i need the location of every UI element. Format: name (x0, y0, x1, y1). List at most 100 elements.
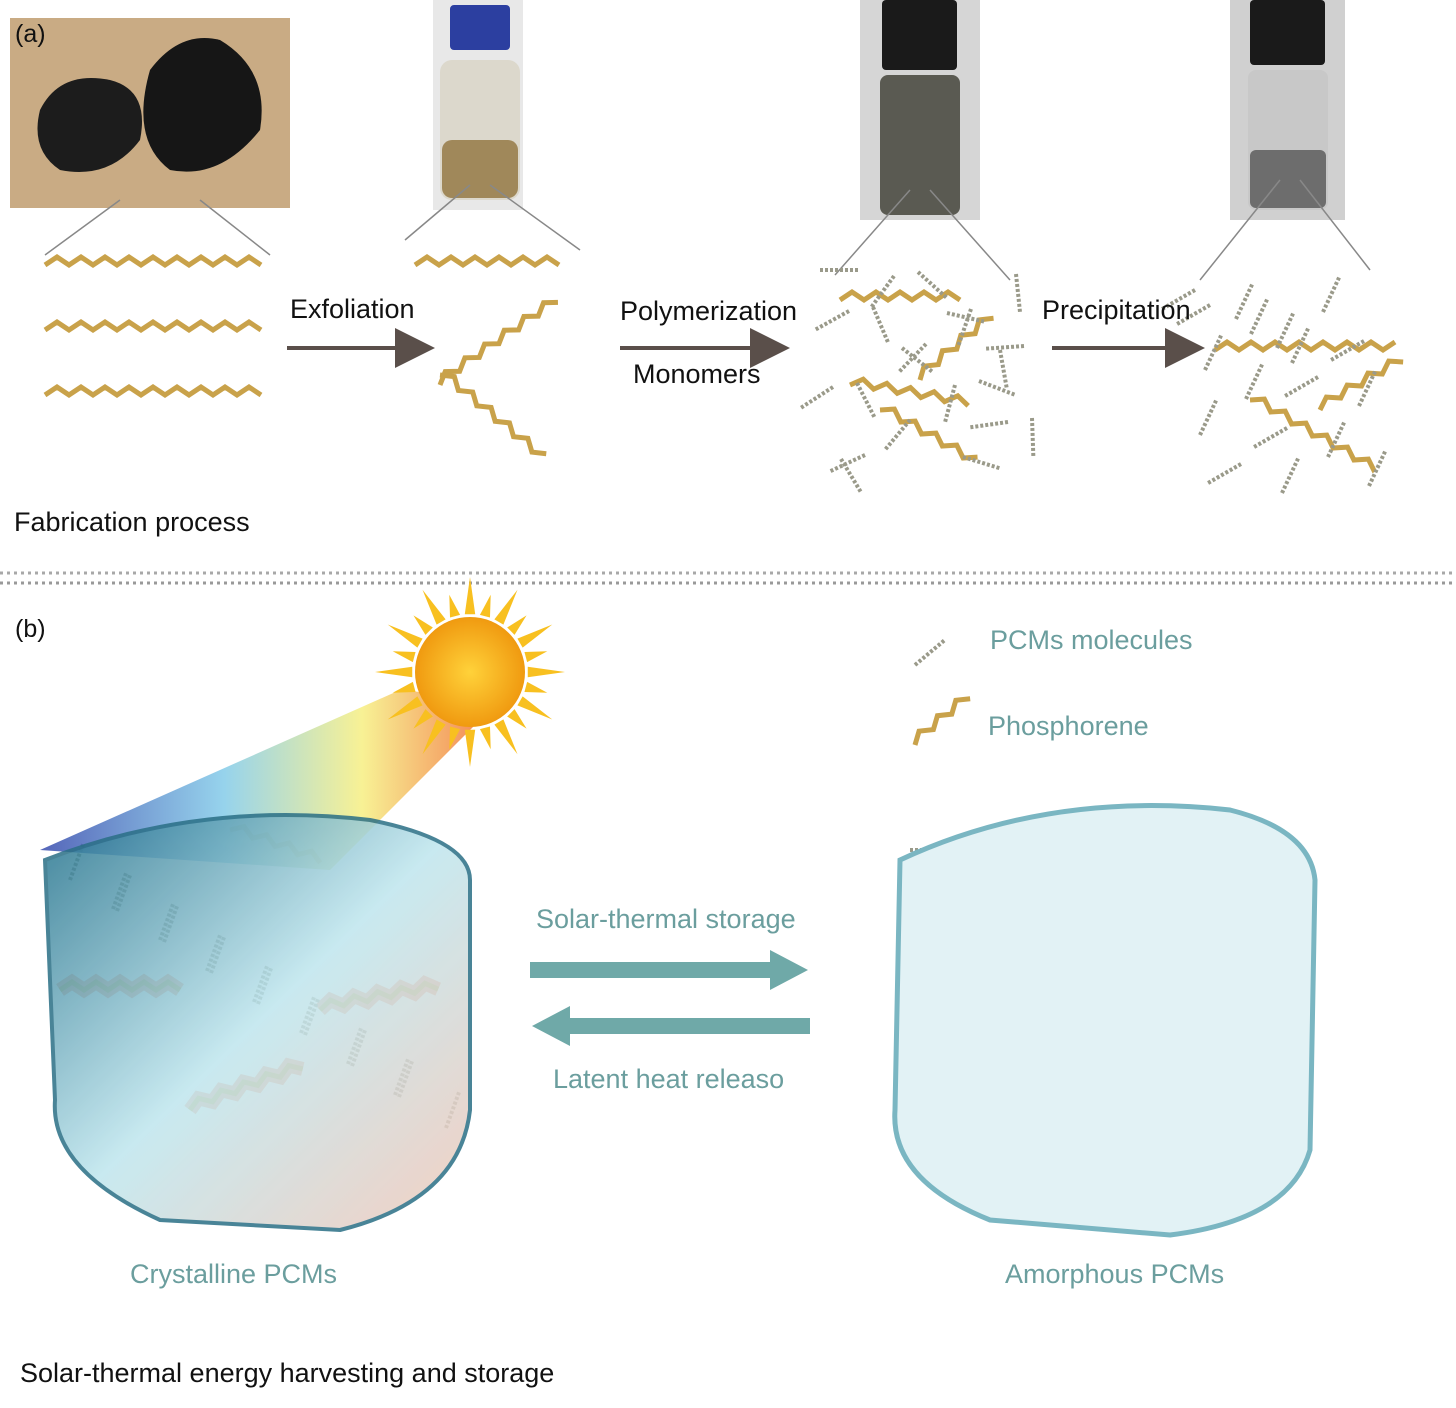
amorphous-cube (892, 803, 1318, 1238)
pcm-molecule (962, 455, 1002, 471)
label-crystalline-pcms: Crystalline PCMs (130, 1259, 338, 1289)
phosphorene-chain (43, 318, 263, 334)
photo-bottle-exfoliated (433, 0, 523, 210)
pcm-molecule (1030, 417, 1036, 459)
sun-ray (422, 719, 446, 755)
phosphorene-chain (43, 383, 263, 399)
pcm-molecule (1203, 332, 1224, 371)
storage-arrows (530, 950, 810, 1046)
pcm-molecule (998, 349, 1009, 390)
phosphorene-chain (848, 376, 970, 408)
sun-ray (464, 729, 476, 767)
phosphorene-chain (1317, 358, 1404, 412)
pcm-molecule (855, 382, 877, 420)
pcm-molecule (978, 379, 1018, 398)
pcm-molecule (882, 418, 912, 452)
pcm-molecule (839, 457, 864, 495)
step-exfoliation: Exfoliation (290, 294, 415, 324)
pcm-molecule (956, 308, 973, 348)
caption-solar-thermal: Solar-thermal energy harvesting and stor… (20, 1358, 555, 1388)
phosphorene-chain (1249, 396, 1377, 474)
sun-ray (413, 615, 433, 635)
phosphorene-chain (437, 299, 559, 386)
sun-ray (524, 651, 548, 663)
photo-vial-precipitation (1230, 0, 1345, 220)
label-amorphous-pcms: Amorphous PCMs (1005, 1259, 1225, 1289)
light-beam (40, 690, 500, 870)
pcm-molecule (1326, 419, 1347, 458)
step-precipitation: Precipitation (1042, 295, 1191, 325)
pcm-molecule (968, 420, 1009, 430)
sun-ray (449, 726, 461, 750)
sun-ray (479, 726, 491, 750)
sun-ray (422, 589, 446, 625)
label-solar-thermal-storage: Solar-thermal storage (536, 904, 796, 934)
phosphorene-chain (879, 406, 978, 461)
label-latent-heat-release: Latent heat releaso (553, 1064, 785, 1094)
pcm-molecule (1280, 455, 1301, 494)
sun-ray (479, 594, 491, 618)
pcm-molecule (913, 637, 947, 667)
panel-a-label: (a) (15, 20, 46, 48)
pcm-molecule (868, 274, 896, 310)
pcm-molecule (1198, 397, 1219, 436)
zoom-lines (44, 179, 1371, 281)
sun-ray (517, 624, 553, 648)
sun-ray (392, 651, 416, 663)
phosphorene-chain (413, 253, 561, 269)
sun-ray (392, 681, 416, 693)
sun-ray (507, 615, 527, 635)
panel-b-label: (b) (15, 615, 46, 643)
caption-fabrication: Fabrication process (14, 507, 250, 537)
pcm-molecule (900, 346, 935, 375)
pcm-molecule (813, 309, 850, 333)
sun-ray (507, 709, 527, 729)
pcm-molecule (1249, 296, 1270, 335)
sun-ray (387, 696, 423, 720)
pcm-molecule (1174, 303, 1212, 327)
pcm-molecule (1282, 375, 1320, 399)
sun-icon (375, 577, 565, 767)
pcm-molecule (1014, 273, 1023, 314)
reagent-monomers: Monomers (633, 359, 761, 389)
pcm-molecule (827, 453, 866, 474)
panel-divider (0, 571, 1456, 585)
legend-phosphorene: Phosphorene (988, 711, 1149, 741)
sun-ray (449, 594, 461, 618)
step-polymerization: Polymerization (620, 296, 798, 326)
pcm-molecule (1251, 426, 1289, 450)
phosphorene-chain (439, 372, 547, 457)
sun-ray (494, 719, 518, 755)
legend-pcm-molecules: PCMs molecules (990, 625, 1193, 655)
sun-ray (517, 696, 553, 720)
phosphorene-chain (838, 288, 962, 304)
pcm-molecule (942, 384, 957, 425)
pcm-molecule (1367, 448, 1388, 487)
sun-ray (375, 666, 413, 678)
phosphorene-chain (43, 253, 263, 269)
pcm-molecule (916, 270, 950, 301)
pcm-molecule (1244, 361, 1265, 400)
sun-ray (527, 666, 565, 678)
sun-ray (524, 681, 548, 693)
phosphorene-chain (1213, 338, 1397, 354)
sun-ray (387, 624, 423, 648)
photo-vial-polymerization (860, 0, 980, 220)
pcm-molecule (1275, 310, 1296, 349)
sun-ray (494, 589, 518, 625)
pcm-molecule (1205, 462, 1243, 486)
phosphorene-chain (912, 696, 971, 746)
pcm-molecule (983, 344, 1025, 351)
pcm-molecule (1234, 281, 1255, 320)
photo-bulk-black-phosphorus (10, 18, 290, 208)
pcm-molecule (1328, 339, 1366, 363)
pcm-molecule (946, 311, 987, 324)
pcm-molecule (1357, 368, 1378, 407)
sun-ray (413, 709, 433, 729)
pcm-molecule (1159, 288, 1197, 312)
crystalline-cube (42, 813, 472, 1233)
pcm-molecule (896, 342, 928, 375)
phosphorene-chain (917, 315, 994, 381)
pcm-molecule (871, 306, 891, 345)
